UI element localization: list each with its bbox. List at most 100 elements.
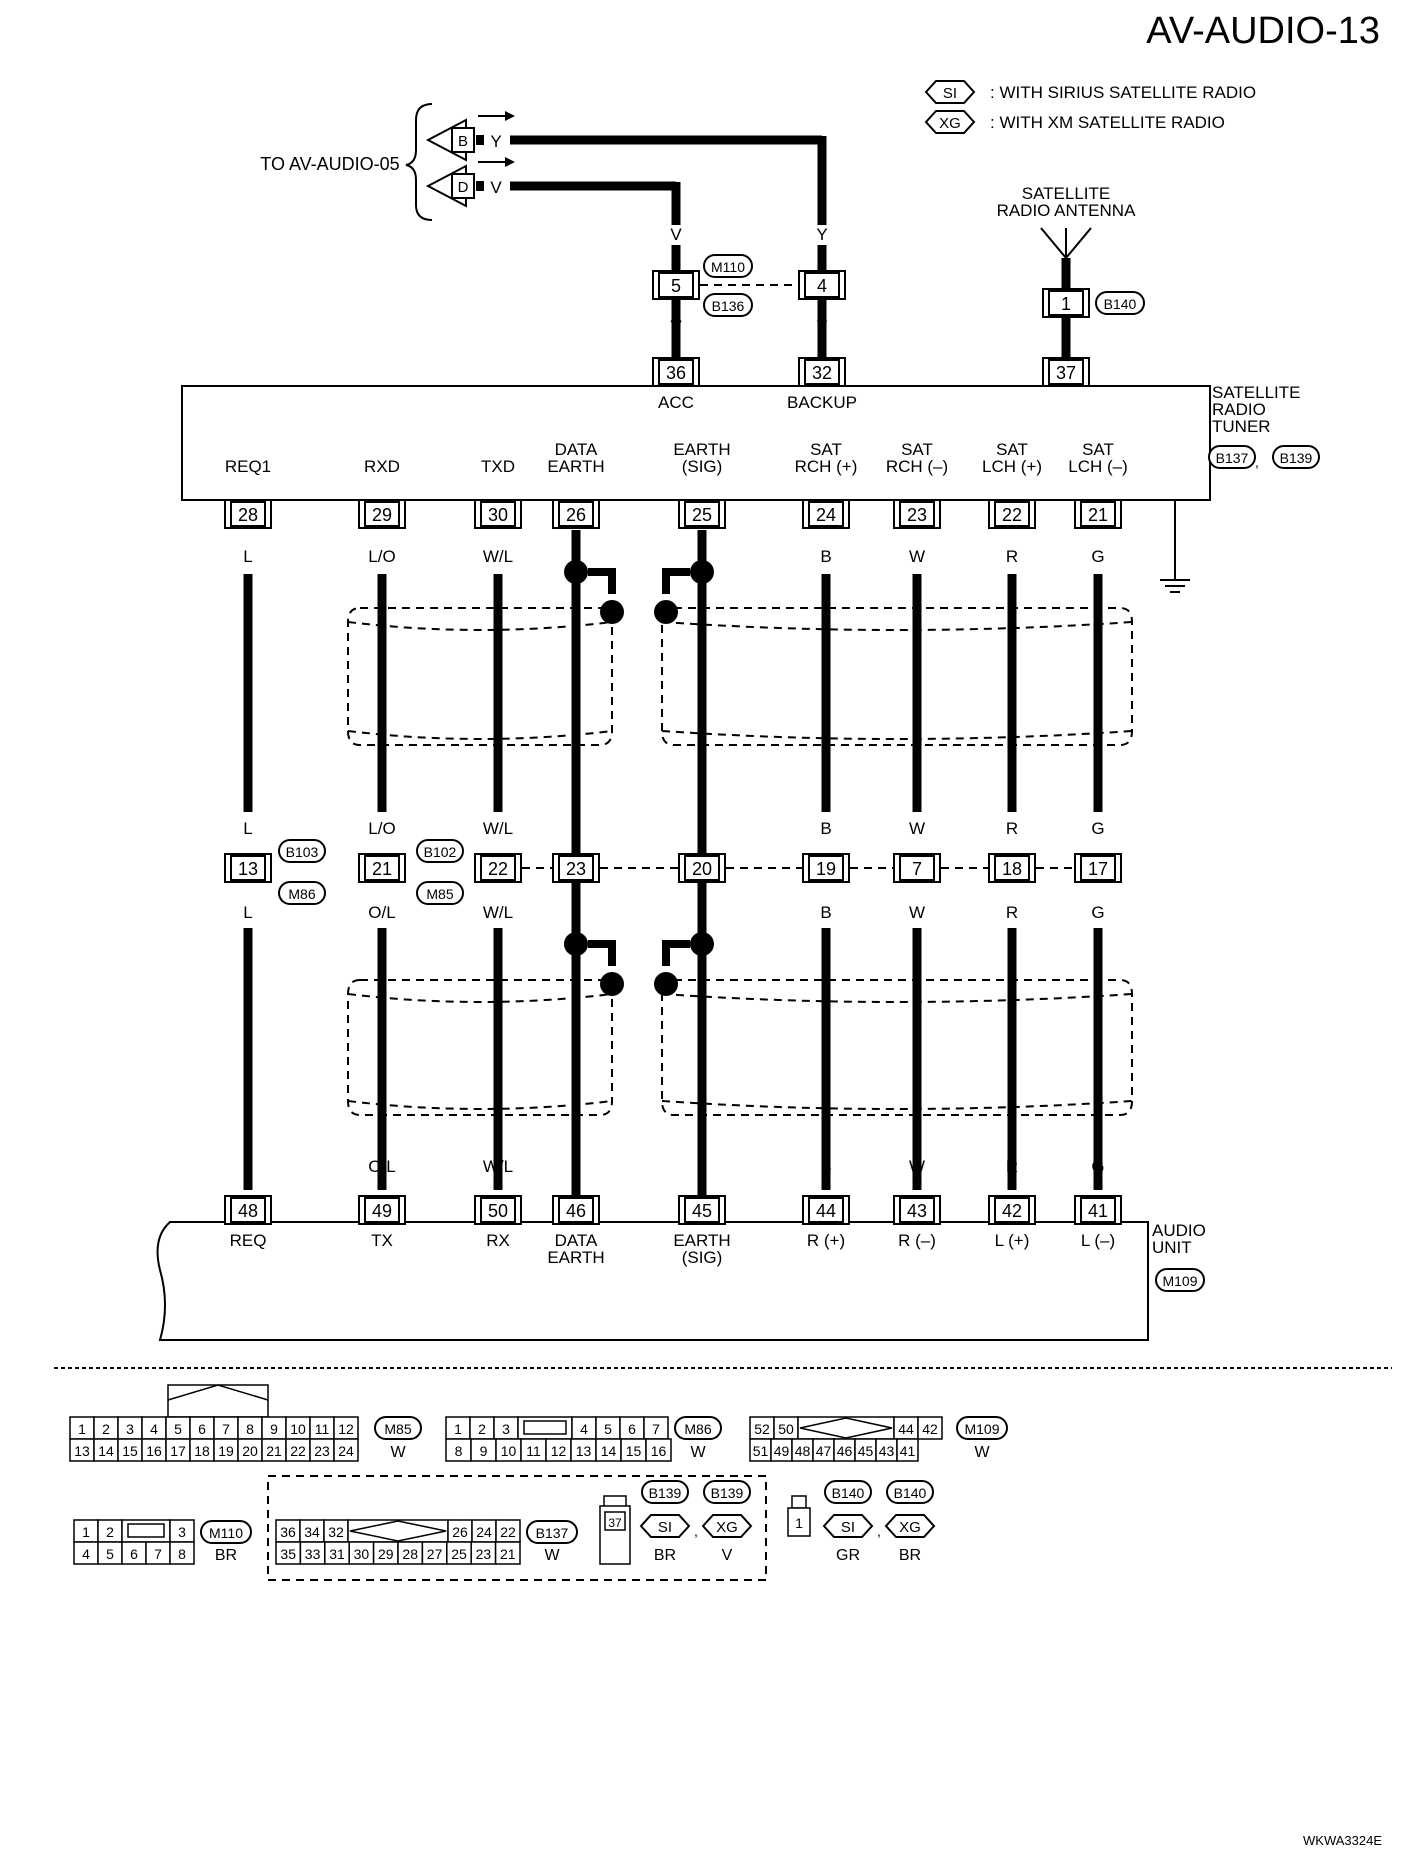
connector-cell bbox=[451, 173, 475, 199]
wire-color-above-joint: B bbox=[820, 819, 831, 838]
wire-color-top: W bbox=[909, 547, 925, 566]
tuner-pin-name: REQ1 bbox=[225, 457, 271, 476]
pin-number: 32 bbox=[812, 363, 832, 383]
shield-drain bbox=[564, 560, 714, 624]
connector-color: W bbox=[974, 1444, 990, 1461]
pin-number: 1 bbox=[1061, 294, 1071, 314]
tuner-bottom-pin: 26 bbox=[552, 499, 600, 529]
terminal-number: 5 bbox=[604, 1421, 612, 1437]
pin-cell bbox=[804, 272, 840, 298]
badge-text: M86 bbox=[684, 1421, 711, 1437]
keyway-icon bbox=[523, 1420, 567, 1435]
terminal-number: 7 bbox=[154, 1546, 162, 1562]
badge-text: M110 bbox=[711, 259, 745, 275]
terminal-cell bbox=[896, 1438, 919, 1462]
antenna-label: SATELLITE bbox=[1022, 184, 1111, 203]
terminal-number: 5 bbox=[174, 1421, 182, 1437]
badge-outline bbox=[278, 881, 326, 905]
terminal-number: 16 bbox=[146, 1443, 162, 1459]
tuner-top-pin: 36 bbox=[652, 357, 700, 387]
pin-number: 50 bbox=[488, 1201, 508, 1221]
pin-number: 48 bbox=[238, 1201, 258, 1221]
terminal-number: 6 bbox=[628, 1421, 636, 1437]
terminal-cell bbox=[333, 1438, 359, 1462]
latch-icon bbox=[167, 1384, 269, 1401]
audio-unit-pin-name: (SIG) bbox=[682, 1248, 723, 1267]
badge-outline bbox=[526, 1520, 578, 1544]
shield-front bbox=[661, 730, 1133, 740]
wire-color-y: Y bbox=[816, 317, 827, 336]
pin-number: 7 bbox=[912, 859, 922, 879]
separator: , bbox=[877, 1523, 881, 1539]
tuner-pin-name: SAT bbox=[810, 440, 842, 459]
tuner-pin-name: SAT bbox=[901, 440, 933, 459]
si-tag: SI bbox=[639, 1514, 691, 1538]
connector-color: BR bbox=[899, 1547, 921, 1564]
terminal-number: 5 bbox=[106, 1546, 114, 1562]
shield-front bbox=[347, 993, 613, 1003]
shield-front bbox=[347, 621, 613, 631]
joint-row-pin: 21 bbox=[358, 853, 406, 883]
audio-unit-pin: 42 bbox=[988, 1195, 1036, 1225]
badge-outline bbox=[278, 839, 326, 863]
badge-outline bbox=[1272, 445, 1320, 469]
antenna-pin: 1 bbox=[1042, 288, 1090, 318]
terminal-number: 33 bbox=[305, 1546, 321, 1562]
terminal-number: 47 bbox=[816, 1443, 832, 1459]
terminal-number: 48 bbox=[795, 1443, 811, 1459]
tuner-top-pin: 32 bbox=[798, 357, 846, 387]
pin-number: 44 bbox=[816, 1201, 836, 1221]
pin-cell bbox=[558, 1197, 594, 1223]
audio-unit-pin-name: R (–) bbox=[898, 1231, 936, 1250]
terminal-cell bbox=[604, 1511, 626, 1531]
shield-outline bbox=[347, 607, 613, 746]
tuner-pin-name: SAT bbox=[996, 440, 1028, 459]
wire-color-below-joint: B bbox=[820, 903, 831, 922]
terminal-number: 8 bbox=[178, 1546, 186, 1562]
terminal-number: 41 bbox=[900, 1443, 916, 1459]
tuner-pin-name: EARTH bbox=[547, 457, 604, 476]
audio-unit-pin-name: RX bbox=[486, 1231, 510, 1250]
pin-cell bbox=[994, 855, 1030, 881]
tuner-bottom-pin: 23 bbox=[893, 499, 941, 529]
tuner-bottom-pin: 30 bbox=[474, 499, 522, 529]
wire-color-below-joint: O/L bbox=[368, 903, 395, 922]
keyway-icon bbox=[799, 1417, 893, 1439]
badge-outline bbox=[374, 1416, 422, 1440]
antenna-icon bbox=[1040, 227, 1092, 260]
arrow-head-icon bbox=[505, 157, 515, 167]
terminal-number: 3 bbox=[126, 1421, 134, 1437]
audio-unit-pin-name: L (–) bbox=[1081, 1231, 1115, 1250]
tuner-label: TUNER bbox=[1212, 417, 1271, 436]
audio-unit-pin: 45 bbox=[678, 1195, 726, 1225]
legend-xg-text: : WITH XM SATELLITE RADIO bbox=[990, 113, 1225, 132]
tag-outline bbox=[924, 80, 976, 104]
badge-text: B137 bbox=[536, 1525, 569, 1541]
keyway-icon bbox=[127, 1523, 165, 1538]
terminal-number: 1 bbox=[82, 1524, 90, 1540]
tuner-pin-name: LCH (–) bbox=[1068, 457, 1128, 476]
pin-cell bbox=[994, 1197, 1030, 1223]
keyway-icon bbox=[349, 1520, 447, 1542]
badge-outline bbox=[200, 1520, 252, 1544]
audio-unit-label: AUDIO bbox=[1152, 1221, 1206, 1240]
tuner-bottom-pin: 24 bbox=[802, 499, 850, 529]
tuner-pin-name: DATA bbox=[555, 440, 598, 459]
badge-outline bbox=[416, 839, 464, 863]
pin-cell bbox=[364, 1197, 400, 1223]
terminal-number: 45 bbox=[858, 1443, 874, 1459]
connector-m86-badge: M86 bbox=[278, 881, 326, 905]
audio-unit-pin-name: TX bbox=[371, 1231, 393, 1250]
pin-number: 25 bbox=[692, 505, 712, 525]
joint-row-pin: 19 bbox=[802, 853, 850, 883]
terminal-number: 42 bbox=[922, 1421, 938, 1437]
wire-color-bottom: W/L bbox=[483, 1157, 513, 1176]
pin-cell bbox=[994, 501, 1030, 527]
pin-cell bbox=[558, 855, 594, 881]
connector-b137-badge: B137 bbox=[1208, 445, 1256, 469]
pin-number: 26 bbox=[566, 505, 586, 525]
wire-color-v: V bbox=[670, 317, 682, 336]
tuner-pin-name: RXD bbox=[364, 457, 400, 476]
audio-unit-pin-name: EARTH bbox=[673, 1231, 730, 1250]
